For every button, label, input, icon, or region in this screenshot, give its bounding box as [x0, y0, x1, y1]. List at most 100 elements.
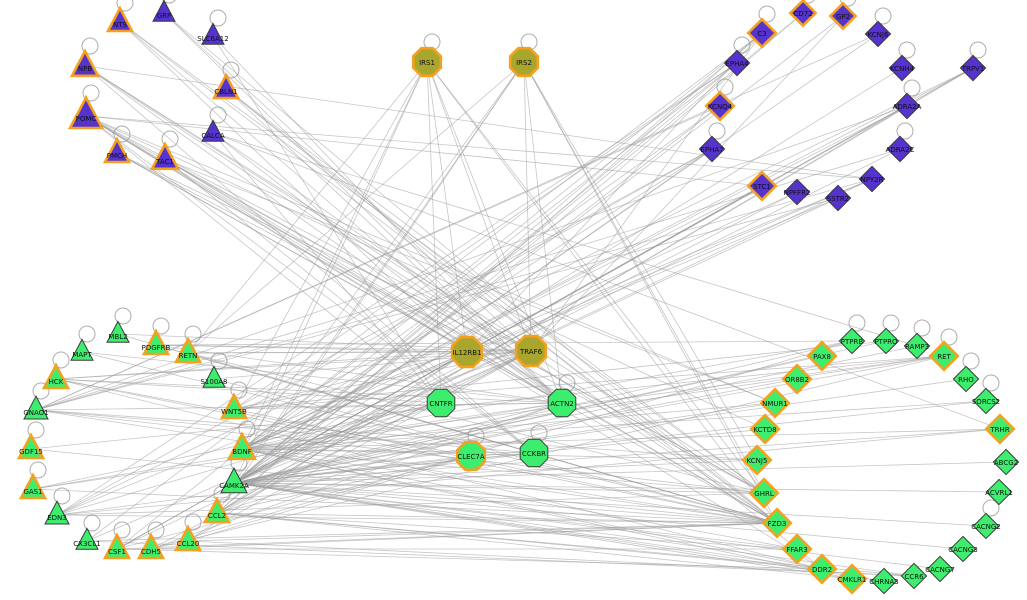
node-GDF15[interactable]: GDF15 — [16, 432, 46, 460]
node-NMUR1[interactable]: NMUR1 — [759, 387, 791, 419]
triangle-shape[interactable] — [44, 500, 70, 525]
diamond-shape[interactable] — [698, 135, 726, 163]
node-PDGFRB[interactable]: PDGFRB — [141, 328, 171, 356]
triangle-shape[interactable] — [75, 527, 99, 550]
triangle-shape[interactable] — [149, 141, 181, 171]
diamond-shape[interactable] — [788, 0, 818, 28]
node-IRS1[interactable]: IRS1 — [411, 46, 443, 78]
diamond-shape[interactable] — [704, 90, 736, 122]
node-SLC6A12[interactable]: SLC6A12 — [197, 22, 229, 45]
node-TRPV1[interactable]: TRPV1 — [959, 54, 987, 82]
triangle-shape[interactable] — [202, 365, 226, 388]
diamond-shape[interactable] — [723, 49, 751, 77]
diamond-shape[interactable] — [748, 477, 780, 509]
node-KCNJ6[interactable]: KCNJ6 — [864, 20, 892, 48]
diamond-shape[interactable] — [741, 444, 773, 476]
node-NPB[interactable]: NPB — [69, 48, 101, 78]
node-RET[interactable]: RET — [928, 340, 960, 372]
triangle-shape[interactable] — [23, 395, 49, 420]
node-TRHR[interactable]: TRHR — [984, 413, 1016, 445]
node-SORCS2[interactable]: SORCS2 — [972, 387, 1000, 415]
node-GAS1[interactable]: GAS1 — [18, 472, 48, 500]
triangle-shape[interactable] — [16, 432, 46, 460]
node-CX3CL1[interactable]: CX3CL1 — [73, 527, 101, 550]
octagon-shape[interactable] — [455, 440, 487, 472]
node-PTPRO[interactable]: PTPRO — [872, 327, 900, 355]
diamond-shape[interactable] — [828, 1, 858, 31]
diamond-shape[interactable] — [872, 327, 900, 355]
node-MAPT[interactable]: MAPT — [70, 338, 94, 361]
octagon-shape[interactable] — [508, 46, 540, 78]
triangle-shape[interactable] — [202, 496, 232, 524]
triangle-shape[interactable] — [173, 336, 203, 364]
node-CACNG2[interactable]: CACNG2 — [971, 512, 1001, 540]
triangle-shape[interactable] — [201, 22, 225, 45]
octagon-shape[interactable] — [514, 334, 548, 368]
triangle-shape[interactable] — [70, 338, 94, 361]
octagon-shape[interactable] — [426, 388, 456, 418]
node-EPHA4[interactable]: EPHA4 — [723, 49, 751, 77]
node-GRP[interactable]: GRP — [152, 0, 176, 22]
node-ABCG2[interactable]: ABCG2 — [992, 448, 1020, 476]
node-NPY2R[interactable]: NPY2R — [858, 165, 886, 193]
triangle-shape[interactable] — [141, 328, 171, 356]
diamond-shape[interactable] — [761, 507, 793, 539]
node-KCNQ4[interactable]: KCNQ4 — [704, 90, 736, 122]
node-ADRA2C[interactable]: ADRA2C — [886, 135, 915, 163]
triangle-shape[interactable] — [18, 472, 48, 500]
diamond-shape[interactable] — [806, 553, 838, 585]
node-GHRL[interactable]: GHRL — [748, 477, 780, 509]
diamond-shape[interactable] — [783, 178, 811, 206]
diamond-shape[interactable] — [992, 448, 1020, 476]
triangle-shape[interactable] — [106, 320, 130, 343]
node-CALCA[interactable]: CALCA — [201, 119, 225, 142]
node-CACNG3[interactable]: CACNG3 — [948, 535, 978, 563]
octagon-shape[interactable] — [411, 46, 443, 78]
node-RHO[interactable]: RHO — [952, 365, 980, 393]
triangle-shape[interactable] — [41, 362, 71, 390]
diamond-shape[interactable] — [759, 387, 791, 419]
diamond-shape[interactable] — [949, 535, 977, 563]
node-IL12RB1[interactable]: IL12RB1 — [450, 335, 484, 369]
node-CBLN1[interactable]: CBLN1 — [211, 72, 241, 100]
diamond-shape[interactable] — [903, 332, 931, 360]
node-STC1[interactable]: STC1 — [746, 170, 778, 202]
node-POMC[interactable]: POMC — [67, 94, 105, 130]
node-PMCH[interactable]: PMCH — [102, 136, 132, 164]
node-NTS[interactable]: NTS — [105, 5, 135, 33]
diamond-shape[interactable] — [888, 54, 916, 82]
diamond-shape[interactable] — [824, 184, 852, 212]
node-CLEC7A[interactable]: CLEC7A — [455, 440, 487, 472]
triangle-shape[interactable] — [152, 0, 176, 22]
triangle-shape[interactable] — [201, 119, 225, 142]
diamond-shape[interactable] — [893, 92, 921, 120]
node-KCTD8[interactable]: KCTD8 — [749, 413, 781, 445]
node-GP2[interactable]: GP2 — [828, 1, 858, 31]
node-TRAF6[interactable]: TRAF6 — [514, 334, 548, 368]
node-CACNG7[interactable]: CACNG7 — [925, 555, 955, 583]
triangle-shape[interactable] — [105, 5, 135, 33]
node-DDR2[interactable]: DDR2 — [806, 553, 838, 585]
triangle-shape[interactable] — [220, 467, 248, 494]
diamond-shape[interactable] — [746, 170, 778, 202]
diamond-shape[interactable] — [952, 365, 980, 393]
diamond-shape[interactable] — [984, 413, 1016, 445]
diamond-shape[interactable] — [864, 20, 892, 48]
diamond-shape[interactable] — [806, 340, 838, 372]
triangle-shape[interactable] — [226, 431, 258, 461]
node-C3[interactable]: C3 — [746, 17, 778, 49]
triangle-shape[interactable] — [102, 532, 132, 560]
triangle-shape[interactable] — [136, 532, 166, 560]
triangle-shape[interactable] — [219, 392, 249, 420]
node-KCNH4[interactable]: KCNH4 — [888, 54, 916, 82]
node-CD72[interactable]: CD72 — [788, 0, 818, 28]
node-ACVRL1[interactable]: ACVRL1 — [985, 478, 1013, 506]
triangle-shape[interactable] — [173, 524, 203, 552]
diamond-shape[interactable] — [858, 165, 886, 193]
diamond-shape[interactable] — [928, 340, 960, 372]
diamond-shape[interactable] — [746, 17, 778, 49]
diamond-shape[interactable] — [781, 533, 813, 565]
diamond-shape[interactable] — [900, 562, 928, 590]
octagon-shape[interactable] — [519, 438, 549, 468]
node-RAMP3[interactable]: RAMP3 — [903, 332, 931, 360]
